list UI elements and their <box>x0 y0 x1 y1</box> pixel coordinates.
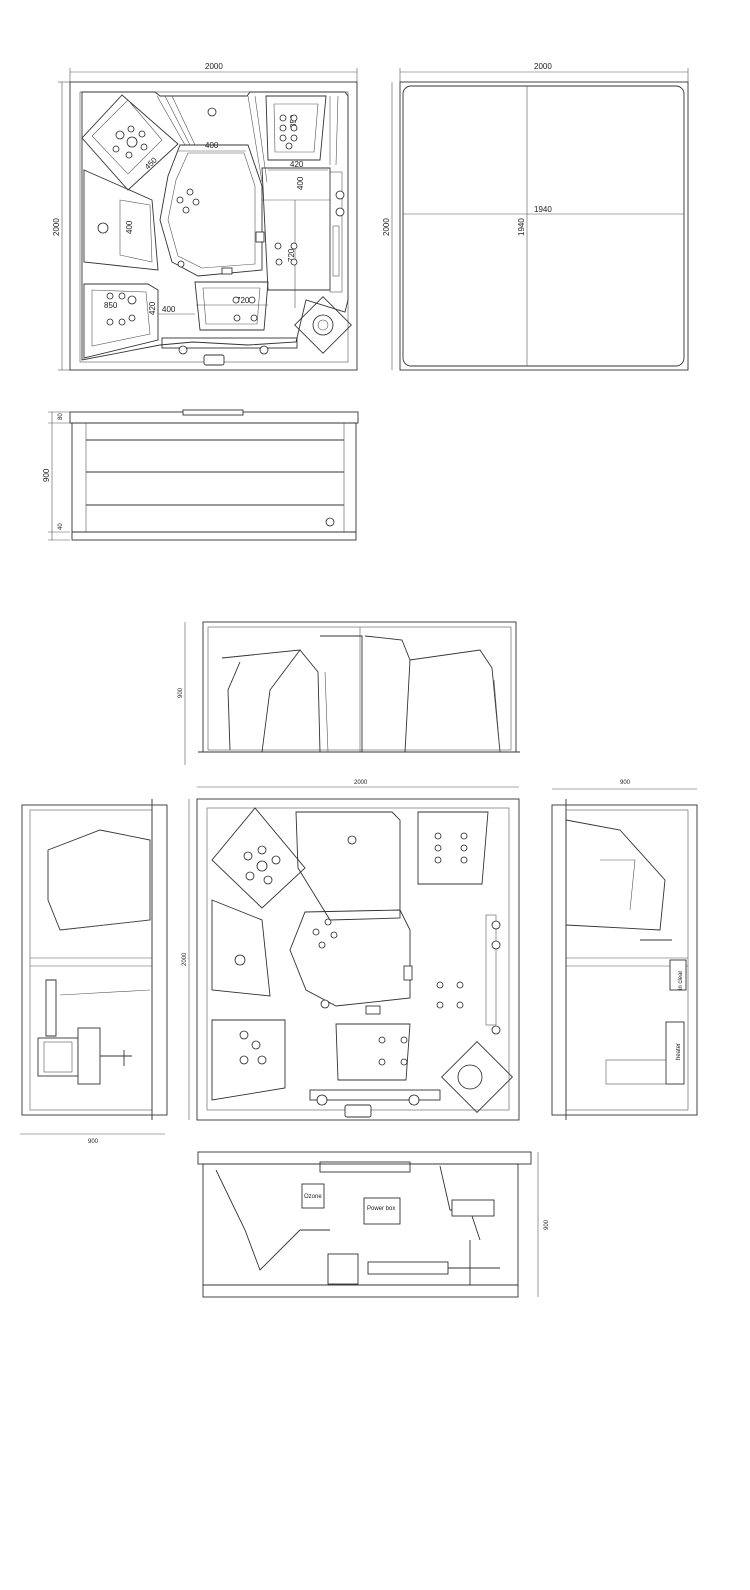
ozone-box <box>301 1183 325 1209</box>
jet-cluster-top-left <box>112 125 148 159</box>
jet-cluster-top-right <box>207 107 298 150</box>
dim-bottom-720: 720 <box>236 296 250 305</box>
spa-top-plan-view: 2000 2000 <box>52 62 358 371</box>
dim-left-400: 400 <box>125 220 134 234</box>
dim-section-main-height: 2000 <box>182 952 188 966</box>
spa-section-top: 900 <box>178 621 520 765</box>
dim-cover-width: 2000 <box>534 62 552 71</box>
dim-lounge-420: 420 <box>148 301 157 315</box>
heater-box <box>665 1021 685 1085</box>
pump-motor <box>37 979 132 1085</box>
dim-section-bottom-height: 900 <box>544 1219 550 1230</box>
dim-seat-420: 420 <box>290 160 304 169</box>
dim-cover-height: 2000 <box>382 218 391 236</box>
dim-front-height: 900 <box>42 468 51 482</box>
label-ozone: Ozone <box>304 1194 322 1200</box>
label-in-clear: in clear <box>678 971 684 990</box>
power-box <box>363 1197 401 1225</box>
dim-top-width: 2000 <box>205 62 223 71</box>
dim-length-720: 720 <box>287 248 296 262</box>
label-power-box: Power box <box>367 1206 395 1212</box>
jet-cluster-bottom-left <box>106 190 345 355</box>
dim-section-top-height: 900 <box>178 687 184 698</box>
dim-lounge-850: 850 <box>104 301 118 310</box>
spa-section-right: 900 heater in clear <box>551 780 698 1120</box>
pump-assembly <box>327 1240 500 1285</box>
dim-seat-400: 400 <box>205 141 219 150</box>
dim-cover-inner: 1940 <box>534 205 552 214</box>
dim-corner-450: 450 <box>143 155 159 171</box>
dim-depth-400: 400 <box>296 176 305 190</box>
label-heater: heater <box>676 1043 682 1060</box>
jet-cluster-center <box>97 188 298 275</box>
spa-section-left: 900 <box>20 799 168 1145</box>
jet-cluster-section <box>234 832 501 1106</box>
dim-front-top: 80 <box>58 413 64 420</box>
dim-section-main-width: 2000 <box>354 780 368 786</box>
spa-cover-view: 2000 2000 1940 1940 <box>382 62 689 371</box>
dim-section-right-width: 900 <box>620 780 631 786</box>
dim-section-left-width: 900 <box>88 1139 99 1145</box>
dim-top-height: 2000 <box>52 218 61 236</box>
spa-section-bottom: 900 Ozone Power box <box>197 1151 550 1298</box>
dim-bottom-400: 400 <box>162 305 176 314</box>
spa-section-main: 2000 2000 <box>182 780 520 1121</box>
spa-front-elevation: 80 900 40 <box>42 409 359 541</box>
dim-front-base: 40 <box>58 523 64 530</box>
dim-cover-inner-v: 1940 <box>517 218 526 236</box>
